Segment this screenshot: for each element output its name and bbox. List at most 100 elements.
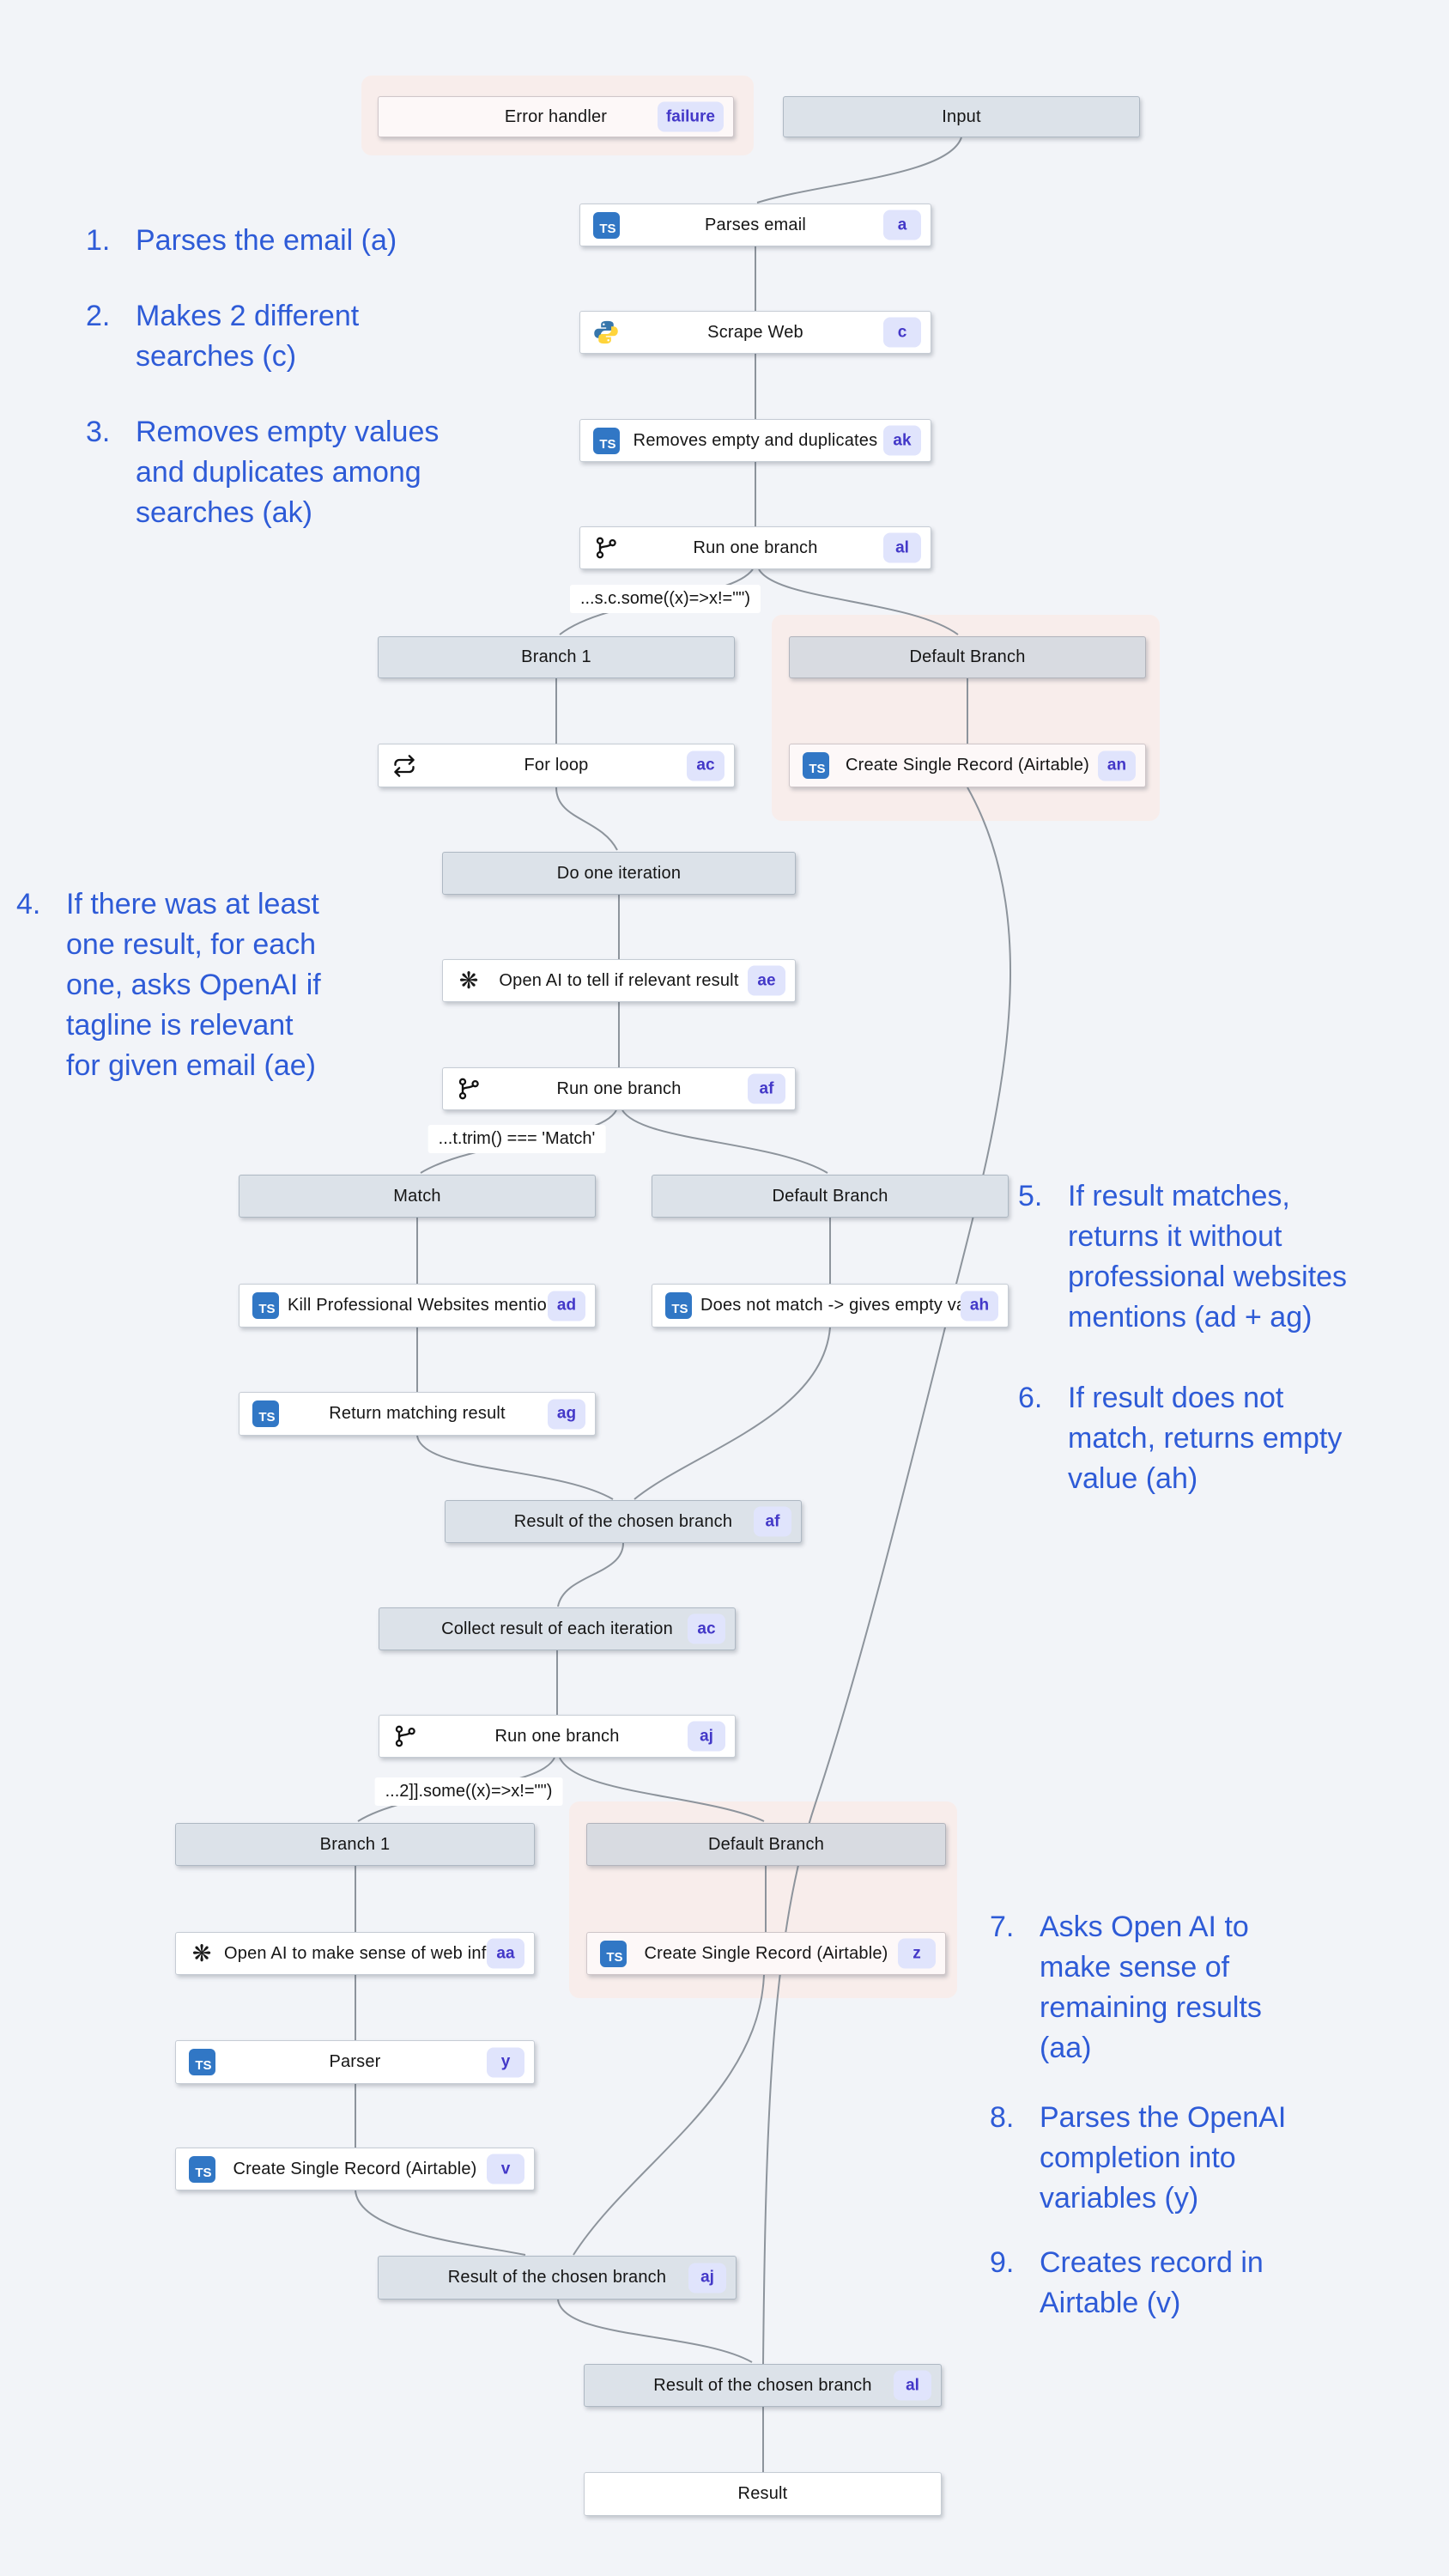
node-label: Create Single Record (Airtable) — [845, 756, 1090, 775]
typescript-icon: TS — [251, 1291, 280, 1321]
node-label: Result of the chosen branch — [653, 2375, 872, 2395]
annotation-step-8: 8.Parses the OpenAI completion into vari… — [990, 2101, 1287, 2215]
node-result-chosen-af[interactable]: Result of the chosen branch af — [445, 1500, 802, 1543]
node-scrape-web[interactable]: Scrape Web c — [579, 311, 931, 354]
annotation-step-4: 4.If there was at least one result, for … — [16, 888, 321, 1082]
typescript-icon: TS — [591, 426, 621, 455]
node-return-matching[interactable]: TS Return matching result ag — [239, 1392, 596, 1436]
annotation-step-5: 5.If result matches, returns it without … — [1018, 1180, 1348, 1334]
node-label: Result of the chosen branch — [513, 1511, 733, 1531]
node-create-record-z[interactable]: TS Create Single Record (Airtable) z — [586, 1932, 946, 1975]
node-label: Error handler — [504, 106, 608, 126]
step-id-badge: af — [748, 1073, 785, 1104]
step-id-badge: an — [1098, 750, 1136, 781]
annotation-step-7: 7.Asks Open AI to make sense of remainin… — [990, 1911, 1262, 2064]
node-default-branch-b[interactable]: Default Branch — [652, 1175, 1009, 1218]
node-error-handler[interactable]: Error handler failure — [378, 96, 734, 137]
node-result[interactable]: Result — [584, 2472, 942, 2516]
branch-condition-chip: ...2]].some((x)=>x!="") — [374, 1777, 563, 1806]
node-label: Branch 1 — [521, 647, 591, 666]
step-id-badge: a — [883, 210, 921, 240]
node-label: Parses email — [705, 215, 806, 234]
node-removes-empty-duplicates[interactable]: TS Removes empty and duplicates ak — [579, 419, 931, 462]
node-default-branch-c[interactable]: Default Branch — [586, 1823, 946, 1866]
step-id-badge: ae — [748, 965, 785, 996]
node-openai-relevant[interactable]: ❋ Open AI to tell if relevant result ae — [442, 959, 796, 1002]
node-label: Match — [393, 1186, 441, 1206]
connector — [758, 568, 959, 635]
node-create-record-an[interactable]: TS Create Single Record (Airtable) an — [789, 744, 1146, 787]
failure-badge: failure — [657, 101, 724, 132]
node-result-chosen-al[interactable]: Result of the chosen branch al — [584, 2364, 942, 2407]
annotation-step-6: 6.If result does not match, returns empt… — [1018, 1382, 1343, 1495]
git-branch-icon — [454, 1074, 483, 1103]
connector — [557, 2299, 753, 2363]
node-label: Run one branch — [556, 1078, 682, 1098]
node-input[interactable]: Input — [783, 96, 1140, 137]
node-for-loop[interactable]: For loop ac — [378, 744, 735, 787]
step-id-badge: ag — [548, 1399, 585, 1429]
typescript-icon: TS — [187, 2154, 216, 2184]
typescript-icon: TS — [801, 751, 830, 781]
node-label: Return matching result — [329, 1404, 506, 1423]
node-label: Result of the chosen branch — [447, 2268, 667, 2287]
node-label: Run one branch — [494, 1726, 620, 1746]
connector — [621, 1109, 828, 1174]
branch-condition-chip: ...t.trim() === 'Match' — [427, 1125, 606, 1153]
typescript-icon: TS — [598, 1939, 627, 1968]
annotation-step-9: 9.Creates record in Airtable (v) — [990, 2246, 1264, 2319]
node-label: Branch 1 — [319, 1834, 391, 1854]
node-label: Create Single Record (Airtable) — [644, 1943, 888, 1963]
step-id-badge: ac — [687, 750, 724, 781]
node-label: Result — [737, 2484, 788, 2503]
node-create-record-v[interactable]: TS Create Single Record (Airtable) v — [175, 2148, 535, 2190]
connector — [557, 1542, 624, 1607]
openai-icon: ❋ — [458, 967, 479, 993]
step-id-badge: af — [754, 1506, 791, 1537]
node-default-branch-a[interactable]: Default Branch — [789, 636, 1146, 678]
step-id-badge: al — [894, 2370, 931, 2401]
node-label: Collect result of each iteration — [441, 1619, 673, 1638]
connector — [573, 1974, 765, 2256]
openai-icon: ❋ — [191, 1940, 212, 1966]
step-id-badge: aj — [688, 1721, 725, 1752]
node-label: Input — [942, 106, 981, 126]
step-id-badge: al — [883, 532, 921, 563]
node-parses-email[interactable]: TS Parses email a — [579, 204, 931, 246]
connector — [416, 1435, 614, 1500]
node-branch1-a[interactable]: Branch 1 — [378, 636, 735, 678]
git-branch-icon — [391, 1722, 420, 1751]
step-id-badge: ah — [961, 1291, 998, 1321]
step-id-badge: y — [487, 2047, 524, 2077]
step-id-badge: aj — [688, 2263, 726, 2293]
connector — [756, 137, 962, 204]
node-label: Removes empty and duplicates — [633, 430, 878, 450]
node-run-one-branch-aj[interactable]: Run one branch aj — [379, 1715, 736, 1758]
node-collect-result[interactable]: Collect result of each iteration ac — [379, 1607, 736, 1650]
typescript-icon: TS — [251, 1400, 280, 1429]
typescript-icon: TS — [187, 2048, 216, 2077]
node-label: Do one iteration — [556, 863, 682, 883]
node-parser-y[interactable]: TS Parser y — [175, 2040, 535, 2084]
step-id-badge: z — [898, 1938, 936, 1969]
node-does-not-match[interactable]: TS Does not match -> gives empty value a… — [652, 1284, 1009, 1327]
step-id-badge: ak — [883, 425, 921, 456]
node-run-one-branch-al[interactable]: Run one branch al — [579, 526, 931, 569]
node-label: Default Branch — [707, 1834, 825, 1854]
node-result-chosen-aj[interactable]: Result of the chosen branch aj — [378, 2256, 737, 2300]
step-id-badge: ac — [688, 1613, 725, 1644]
node-run-one-branch-af[interactable]: Run one branch af — [442, 1067, 796, 1110]
python-icon — [591, 318, 621, 347]
node-openai-make-sense[interactable]: ❋ Open AI to make sense of web info aa — [175, 1932, 535, 1975]
node-do-one-iteration[interactable]: Do one iteration — [442, 852, 796, 895]
connector — [634, 1327, 831, 1500]
node-match-header[interactable]: Match — [239, 1175, 596, 1218]
typescript-icon: TS — [664, 1291, 693, 1321]
annotation-step-1: 1.Parses the email (a) — [86, 224, 397, 257]
node-label: Scrape Web — [707, 322, 803, 342]
node-label: Open AI to tell if relevant result — [499, 970, 739, 990]
node-kill-mentions[interactable]: TS Kill Professional Websites mentions a… — [239, 1284, 596, 1327]
node-branch1-b[interactable]: Branch 1 — [175, 1823, 535, 1866]
git-branch-icon — [591, 533, 621, 562]
